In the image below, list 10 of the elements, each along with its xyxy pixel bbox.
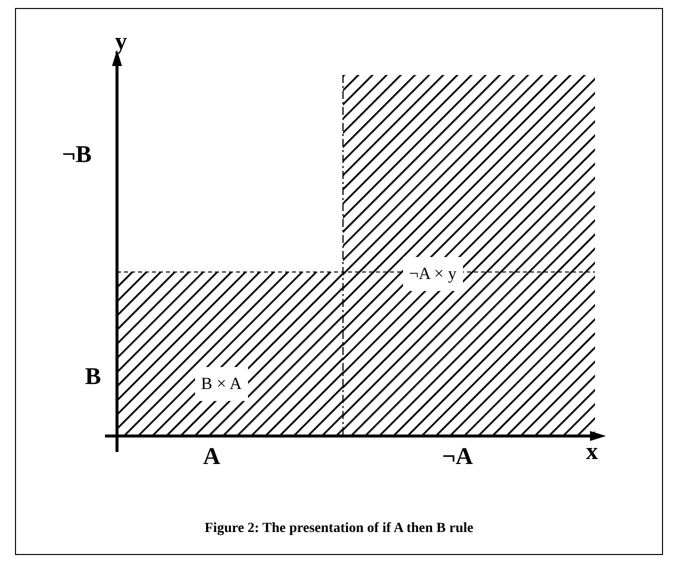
axis-label: A xyxy=(203,445,220,469)
hatched-region xyxy=(117,272,343,436)
caption: Figure 2: The presentation of if A then B rule xyxy=(204,520,474,538)
axis-label: x xyxy=(586,440,598,464)
axis-label: y xyxy=(115,30,127,54)
region-label: ¬A × y xyxy=(403,257,463,290)
axis-label: B xyxy=(85,365,102,389)
axis-label: ¬B xyxy=(62,143,92,167)
region-label: B × A xyxy=(195,367,248,400)
axis-label: ¬A xyxy=(442,445,474,469)
